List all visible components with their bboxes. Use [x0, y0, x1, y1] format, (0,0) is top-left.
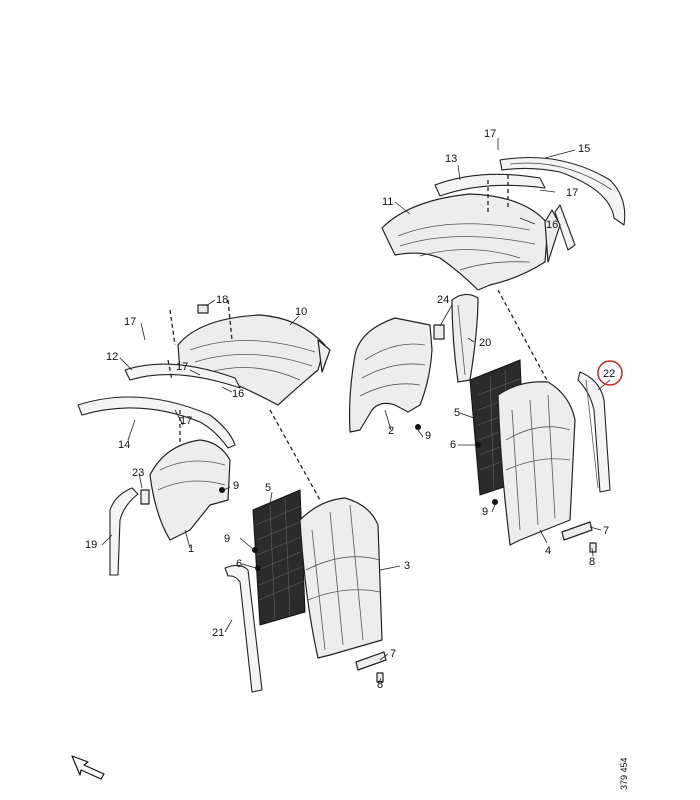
callout-22: 22 [603, 368, 615, 380]
part-22-strip [577, 371, 611, 493]
callout-20: 20 [479, 337, 491, 349]
part-21-strip [224, 564, 263, 693]
part-3-fender-left [299, 497, 383, 659]
bolt-9-right [492, 499, 498, 505]
callout-19: 19 [85, 539, 97, 551]
callout-11: 11 [382, 196, 393, 208]
part-11-wing [381, 193, 549, 291]
callout-16-right: 16 [546, 219, 558, 231]
part-15-trim [499, 156, 626, 226]
part-1-liner [149, 439, 231, 541]
highlight-ring-22 [597, 360, 623, 386]
part-8-bolt-left [376, 672, 384, 683]
callout-2: 2 [388, 425, 394, 437]
callout-13: 13 [445, 153, 457, 165]
part-7-clip-right [561, 521, 593, 541]
callout-15: 15 [578, 143, 590, 155]
part-2-liner [348, 317, 433, 433]
part-4-fender-right [497, 381, 576, 546]
callout-24: 24 [437, 294, 449, 306]
callout-17-left-low: 17 [180, 415, 192, 427]
bolt-9-upper [415, 424, 421, 430]
part-13-trim [434, 173, 546, 197]
callout-17-left-mid: 17 [176, 361, 188, 373]
document-number: 379 454 [619, 757, 629, 790]
assembly-line-center-right [497, 289, 549, 383]
callout-labels: 17 13 15 17 11 16 24 20 22 5 2 9 6 9 4 7… [85, 128, 615, 691]
part-8-bolt-right [589, 542, 597, 553]
part-5-mudflap-left [252, 489, 306, 626]
callout-14: 14 [118, 439, 130, 451]
callout-8-right: 8 [589, 556, 595, 568]
bolt-9-mid [252, 547, 258, 553]
callout-21: 21 [212, 627, 224, 639]
callout-16-left: 16 [232, 388, 244, 400]
part-18-clip [197, 304, 209, 314]
callout-1: 1 [188, 543, 194, 555]
callout-12: 12 [106, 351, 118, 363]
callout-23: 23 [132, 467, 144, 479]
assembly-line-center-left [269, 409, 321, 501]
part-7-clip-left [355, 651, 387, 671]
callout-18: 18 [216, 294, 228, 306]
callout-9-right: 9 [482, 506, 488, 518]
callout-17-top: 17 [484, 128, 496, 140]
callout-9-left: 9 [233, 480, 239, 492]
part-14-trim [77, 396, 236, 449]
callout-10: 10 [295, 306, 307, 318]
callout-9-mid: 9 [224, 533, 230, 545]
callout-5-left: 5 [265, 482, 271, 494]
callout-6-left: 6 [236, 558, 242, 570]
callout-9-upper: 9 [425, 430, 431, 442]
leader-lines [101, 138, 611, 681]
part-23-clip [140, 489, 150, 505]
part-12-trim [124, 363, 241, 389]
part-19-strip [109, 487, 139, 576]
arrow-front-icon [71, 755, 105, 780]
bolt-6-left [255, 565, 261, 571]
callout-3: 3 [404, 560, 410, 572]
callout-4: 4 [545, 545, 551, 557]
assembly-line-left [167, 309, 176, 381]
part-20-stay [451, 293, 479, 383]
bolt-6-right [475, 442, 481, 448]
callout-17-left-top: 17 [124, 316, 136, 328]
assembly-line-right-top [487, 175, 509, 215]
callout-6-right: 6 [450, 439, 456, 451]
callout-7-left: 7 [390, 648, 396, 660]
callout-5-right: 5 [454, 407, 460, 419]
callout-8-left: 8 [377, 679, 383, 691]
callout-17-right: 17 [566, 187, 578, 199]
part-10-wing [177, 314, 326, 406]
part-24-clip [433, 324, 445, 340]
bolt-9-left [219, 487, 225, 493]
callout-7-right: 7 [603, 525, 609, 537]
